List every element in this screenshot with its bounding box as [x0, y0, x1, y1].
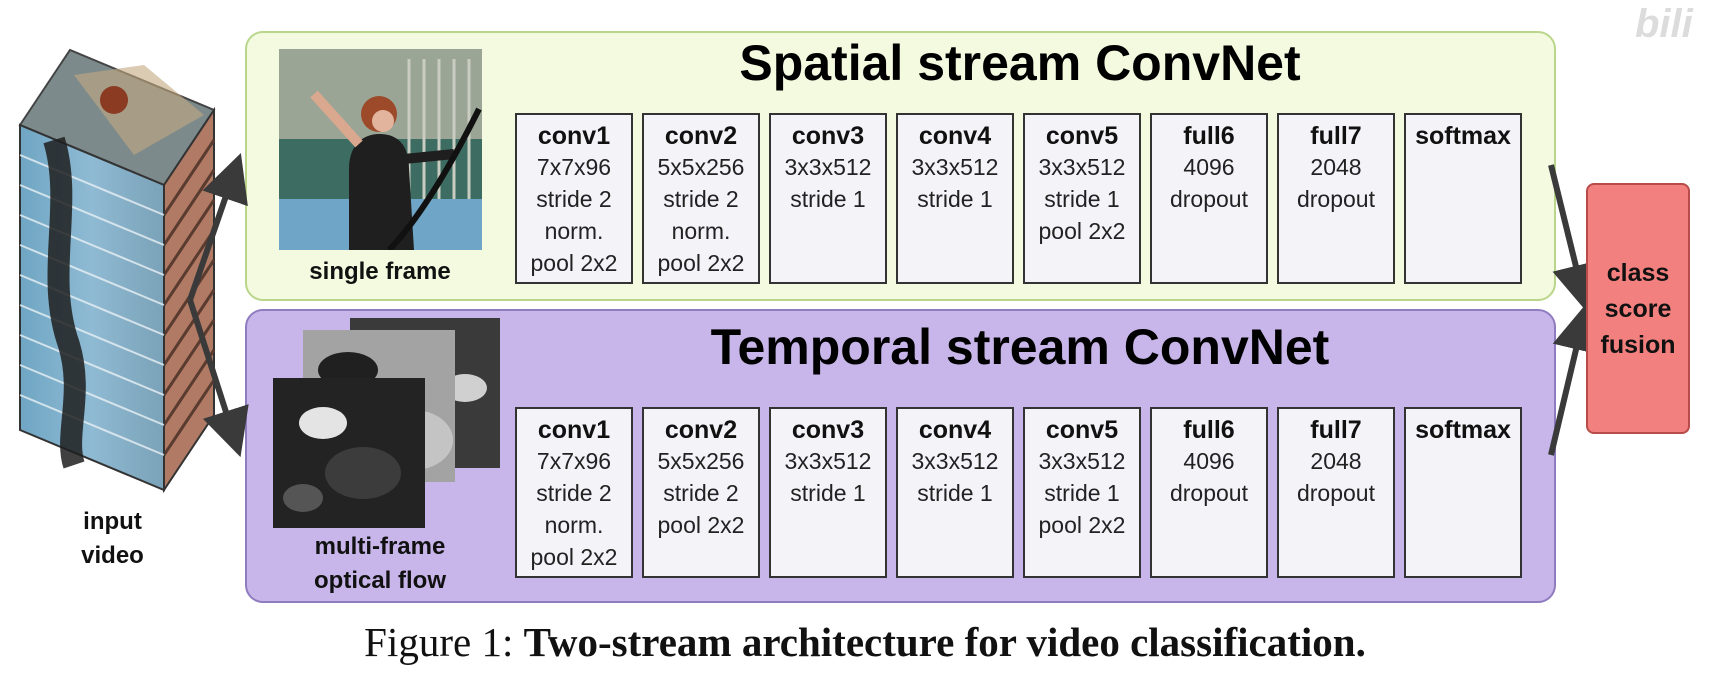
layer-param: pool 2x2: [1038, 218, 1126, 244]
layer-box-conv1: conv1 7x7x96 stride 2 norm. pool 2x2: [515, 407, 633, 578]
input-caption-line: video: [81, 542, 144, 569]
temporal-layer-row: conv1 7x7x96 stride 2 norm. pool 2x2 conv2 5x5…: [515, 407, 1522, 578]
layer-box-conv4: conv4 3x3x512 stride 1: [896, 407, 1014, 578]
layer-name: conv4: [918, 416, 992, 444]
layer-name: conv1: [537, 416, 611, 444]
spatial-stream-title: Spatial stream ConvNet: [739, 35, 1301, 91]
optical-flow-caption: multi-frame optical flow: [265, 530, 495, 598]
layer-name: conv2: [664, 416, 738, 444]
layer-box-conv2: conv2 5x5x256 stride 2 pool 2x2: [642, 407, 760, 578]
layer-name: full7: [1310, 416, 1362, 444]
input-caption-line: input: [83, 508, 142, 535]
layer-box-softmax: softmax: [1404, 113, 1522, 284]
layer-param: pool 2x2: [1038, 512, 1126, 538]
layer-param: 3x3x512: [911, 448, 999, 474]
input-to-streams-arrows: [187, 152, 249, 458]
spatial-layer-row: conv1 7x7x96 stride 2 norm. pool 2x2 conv2 5x5…: [515, 113, 1522, 284]
single-frame-image: [279, 49, 482, 250]
layer-box-conv2: conv2 5x5x256 stride 2 norm. pool 2x2: [642, 113, 760, 284]
layer-name: softmax: [1415, 122, 1511, 150]
fusion-label-line: score: [1604, 294, 1672, 323]
layer-param: 3x3x512: [1038, 448, 1126, 474]
layer-name: full6: [1183, 416, 1235, 444]
layer-param: 3x3x512: [911, 154, 999, 180]
layer-name: full6: [1183, 122, 1235, 150]
figure-caption: Figure 1: Two-stream architecture for vi…: [0, 618, 1730, 666]
layer-param: 3x3x512: [784, 154, 872, 180]
layer-name: conv2: [664, 122, 738, 150]
layer-param: dropout: [1169, 186, 1248, 212]
layer-box-full6: full6 4096 dropout: [1150, 407, 1268, 578]
layer-name: conv4: [918, 122, 992, 150]
layer-param: pool 2x2: [657, 512, 745, 538]
layer-param: 4096: [1183, 448, 1235, 474]
layer-param: dropout: [1296, 186, 1375, 212]
layer-param: stride 2: [663, 480, 739, 506]
layer-param: dropout: [1296, 480, 1375, 506]
optical-flow-caption-line: optical flow: [314, 567, 446, 594]
figure-caption-title: Two-stream architecture for video classi…: [523, 619, 1366, 665]
class-score-fusion-box: class score fusion: [1586, 183, 1690, 434]
fusion-label-line: fusion: [1600, 330, 1676, 359]
layer-box-conv3: conv3 3x3x512 stride 1: [769, 113, 887, 284]
streams-to-fusion-arrows: [1548, 164, 1600, 456]
optical-flow-image-front: [273, 378, 425, 528]
fusion-label-line: class: [1606, 258, 1670, 287]
layer-param: stride 2: [536, 480, 612, 506]
layer-param: 2048: [1310, 448, 1362, 474]
layer-box-full7: full7 2048 dropout: [1277, 407, 1395, 578]
optical-flow-caption-line: multi-frame: [314, 533, 446, 560]
layer-param: stride 1: [790, 186, 866, 212]
layer-param: pool 2x2: [657, 250, 745, 276]
watermark-logo: bili: [1635, 2, 1693, 46]
layer-name: softmax: [1415, 416, 1511, 444]
layer-param: stride 1: [917, 186, 993, 212]
layer-name: conv5: [1045, 416, 1119, 444]
layer-param: 7x7x96: [536, 154, 612, 180]
layer-param: stride 1: [1044, 186, 1120, 212]
layer-box-softmax: softmax: [1404, 407, 1522, 578]
layer-param: norm.: [544, 218, 604, 244]
layer-name: full7: [1310, 122, 1362, 150]
layer-name: conv1: [537, 122, 611, 150]
layer-param: 3x3x512: [1038, 154, 1126, 180]
layer-param: 7x7x96: [536, 448, 612, 474]
temporal-stream-title: Temporal stream ConvNet: [710, 319, 1330, 375]
input-video-stack-image: [18, 48, 216, 494]
layer-param: stride 1: [790, 480, 866, 506]
layer-box-conv5: conv5 3x3x512 stride 1 pool 2x2: [1023, 113, 1141, 284]
layer-param: 3x3x512: [784, 448, 872, 474]
layer-param: 5x5x256: [657, 448, 745, 474]
layer-box-full6: full6 4096 dropout: [1150, 113, 1268, 284]
layer-param: pool 2x2: [530, 544, 618, 570]
layer-param: 2048: [1310, 154, 1362, 180]
layer-param: stride 2: [536, 186, 612, 212]
input-video-caption: input video: [40, 505, 185, 573]
layer-param: stride 1: [1044, 480, 1120, 506]
single-frame-caption: single frame: [309, 258, 451, 285]
layer-name: conv3: [791, 122, 865, 150]
layer-param: pool 2x2: [530, 250, 618, 276]
layer-param: norm.: [671, 218, 731, 244]
layer-param: 5x5x256: [657, 154, 745, 180]
layer-name: conv3: [791, 416, 865, 444]
layer-box-conv1: conv1 7x7x96 stride 2 norm. pool 2x2: [515, 113, 633, 284]
figure-caption-prefix: Figure 1:: [364, 619, 524, 665]
layer-param: 4096: [1183, 154, 1235, 180]
layer-box-full7: full7 2048 dropout: [1277, 113, 1395, 284]
layer-box-conv4: conv4 3x3x512 stride 1: [896, 113, 1014, 284]
layer-param: stride 1: [917, 480, 993, 506]
layer-param: stride 2: [663, 186, 739, 212]
layer-name: conv5: [1045, 122, 1119, 150]
layer-box-conv5: conv5 3x3x512 stride 1 pool 2x2: [1023, 407, 1141, 578]
layer-box-conv3: conv3 3x3x512 stride 1: [769, 407, 887, 578]
layer-param: dropout: [1169, 480, 1248, 506]
layer-param: norm.: [544, 512, 604, 538]
